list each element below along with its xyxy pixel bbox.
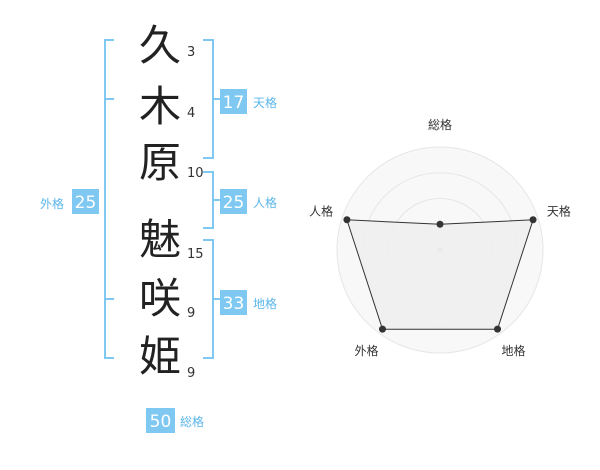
soukaku-badge xyxy=(146,408,175,433)
surname-char-2: 木 xyxy=(139,82,181,131)
tenkaku-bracket xyxy=(203,39,220,159)
surname-strokes-1: 3 xyxy=(187,45,195,60)
radar-axis-label-2: 天格 xyxy=(547,203,571,218)
surname-strokes-2: 4 xyxy=(187,106,195,121)
jinkaku-label: 人格 xyxy=(253,195,277,210)
given-char-1: 魅 xyxy=(139,215,181,264)
tenkaku-value: 17 xyxy=(223,93,245,113)
surname-char-1: 久 xyxy=(139,21,181,70)
surname-strokes-3: 10 xyxy=(187,166,204,181)
chikaku-value: 33 xyxy=(223,294,245,314)
given-strokes-3: 9 xyxy=(187,366,195,381)
radar-point-天格 xyxy=(529,216,537,224)
gaikaku-badge xyxy=(72,189,99,214)
given-char-2: 咲 xyxy=(139,274,181,323)
soukaku-value: 50 xyxy=(150,412,172,432)
radar-point-地格 xyxy=(494,325,502,333)
surname-char-3: 原 xyxy=(139,138,181,187)
tenkaku-badge xyxy=(220,89,247,114)
gaikaku-bracket xyxy=(104,39,114,359)
radar-axis-label-4: 外格 xyxy=(354,343,378,358)
gaikaku-value: 25 xyxy=(75,193,97,213)
radar-point-人格 xyxy=(343,216,351,224)
given-strokes-1: 15 xyxy=(187,247,204,262)
chikaku-badge xyxy=(220,290,247,315)
given-char-3: 姫 xyxy=(139,332,181,381)
chikaku-label: 地格 xyxy=(253,296,277,311)
radar-axis-label-5: 人格 xyxy=(309,203,333,218)
soukaku-label: 総格 xyxy=(180,414,204,429)
chikaku-bracket xyxy=(203,239,220,359)
radar-point-外格 xyxy=(378,325,386,333)
gaikaku-label: 外格 xyxy=(40,196,64,211)
jinkaku-value: 25 xyxy=(223,193,245,213)
radar-point-総格 xyxy=(436,220,444,228)
jinkaku-badge xyxy=(220,189,247,214)
radar-axis-label-3: 地格 xyxy=(501,343,525,358)
radar-axis-label-1: 総格 xyxy=(428,117,452,132)
radar-area xyxy=(346,219,534,330)
tenkaku-label: 天格 xyxy=(253,95,277,110)
jinkaku-bracket xyxy=(203,171,220,229)
given-strokes-2: 9 xyxy=(187,306,195,321)
